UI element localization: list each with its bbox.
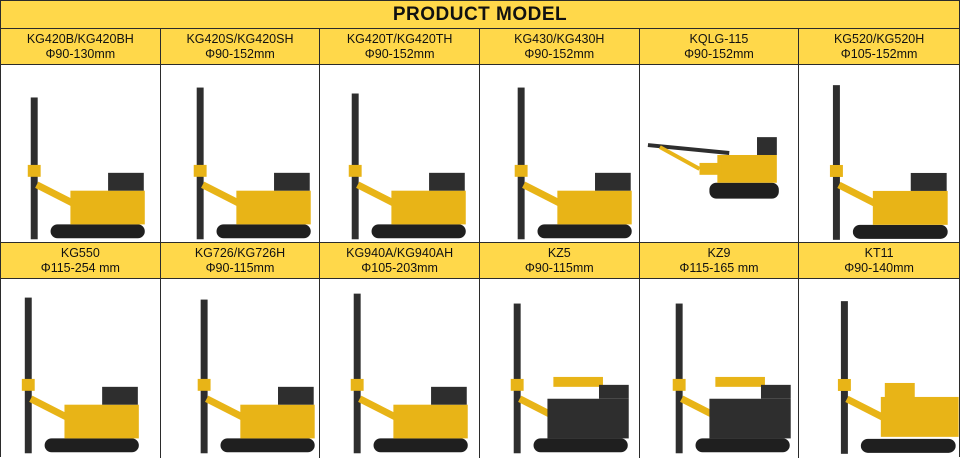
diameter-spec: Φ90-130mm [45, 46, 116, 61]
drill-rig-photo [799, 65, 959, 242]
model-name: KZ9 [707, 245, 731, 260]
drill-rig-photo [799, 279, 959, 457]
product-label: KZ9 Φ115-165 mm [639, 243, 799, 279]
product-cell: KG420S/KG420SH Φ90-152mm [160, 29, 321, 242]
product-label: KG520/KG520H Φ105-152mm [799, 29, 959, 65]
product-label: KG940A/KG940AH Φ105-203mm [320, 243, 479, 279]
drill-rig-photo [160, 279, 320, 457]
product-label: KT11 Φ90-140mm [799, 243, 959, 279]
drill-rig-photo [160, 65, 320, 242]
product-label: KG550 Φ115-254 mm [1, 243, 160, 279]
diameter-spec: Φ90-152mm [205, 46, 275, 61]
drill-rig-photo [1, 65, 160, 242]
model-name: KQLG-115 [689, 31, 749, 46]
diameter-spec: Φ90-152mm [364, 46, 435, 61]
diameter-spec: Φ115-165 mm [679, 260, 759, 275]
drill-rig-photo [479, 279, 639, 457]
diameter-spec: Φ90-152mm [684, 46, 754, 61]
drill-rig-photo [320, 279, 479, 457]
product-row: KG550 Φ115-254 mm KG726/KG726H Φ90-115mm… [1, 243, 959, 458]
model-name: KG420S/KG420SH [186, 31, 294, 46]
page-title: PRODUCT MODEL [1, 1, 959, 29]
model-name: KZ5 [547, 245, 571, 260]
product-cell: KT11 Φ90-140mm [799, 243, 959, 458]
diameter-spec: Φ105-152mm [840, 46, 918, 61]
product-cell: KG520/KG520H Φ105-152mm [799, 29, 959, 242]
diameter-spec: Φ115-254 mm [40, 260, 120, 275]
product-label: KG420S/KG420SH Φ90-152mm [160, 29, 320, 65]
model-name: KG420B/KG420BH [26, 31, 134, 46]
product-label: KG726/KG726H Φ90-115mm [160, 243, 320, 279]
drill-rig-photo [320, 65, 479, 242]
model-name: KT11 [864, 245, 894, 260]
product-cell: KG550 Φ115-254 mm [1, 243, 161, 458]
product-label: KQLG-115 Φ90-152mm [639, 29, 799, 65]
drill-rig-photo [639, 279, 799, 457]
product-cell: KG726/KG726H Φ90-115mm [160, 243, 321, 458]
product-label: KZ5 Φ90-115mm [479, 243, 639, 279]
product-label: KG430/KG430H Φ90-152mm [479, 29, 639, 65]
drill-rig-photo [479, 65, 639, 242]
diameter-spec: Φ90-152mm [524, 46, 595, 61]
diameter-spec: Φ90-115mm [205, 260, 275, 275]
drill-rig-photo [639, 65, 799, 242]
model-name: KG940A/KG940AH [346, 245, 454, 260]
product-cell: KG420T/KG420TH Φ90-152mm [320, 29, 480, 242]
product-cell: KQLG-115 Φ90-152mm [639, 29, 800, 242]
model-name: KG520/KG520H [833, 31, 925, 46]
product-cell: KZ5 Φ90-115mm [479, 243, 640, 458]
diameter-spec: Φ105-203mm [361, 260, 438, 275]
product-cell: KG420B/KG420BH Φ90-130mm [1, 29, 161, 242]
model-name: KG726/KG726H [194, 245, 286, 260]
model-name: KG420T/KG420TH [346, 31, 453, 46]
product-cell: KZ9 Φ115-165 mm [639, 243, 800, 458]
model-name: KG430/KG430H [514, 31, 605, 46]
product-label: KG420T/KG420TH Φ90-152mm [320, 29, 479, 65]
product-cell: KG430/KG430H Φ90-152mm [479, 29, 640, 242]
product-row: KG420B/KG420BH Φ90-130mm KG420S/KG420SH … [1, 29, 959, 243]
product-cell: KG940A/KG940AH Φ105-203mm [320, 243, 480, 458]
model-name: KG550 [60, 245, 100, 260]
diameter-spec: Φ90-115mm [524, 260, 594, 275]
product-label: KG420B/KG420BH Φ90-130mm [1, 29, 160, 65]
diameter-spec: Φ90-140mm [844, 260, 914, 275]
drill-rig-photo [1, 279, 160, 457]
